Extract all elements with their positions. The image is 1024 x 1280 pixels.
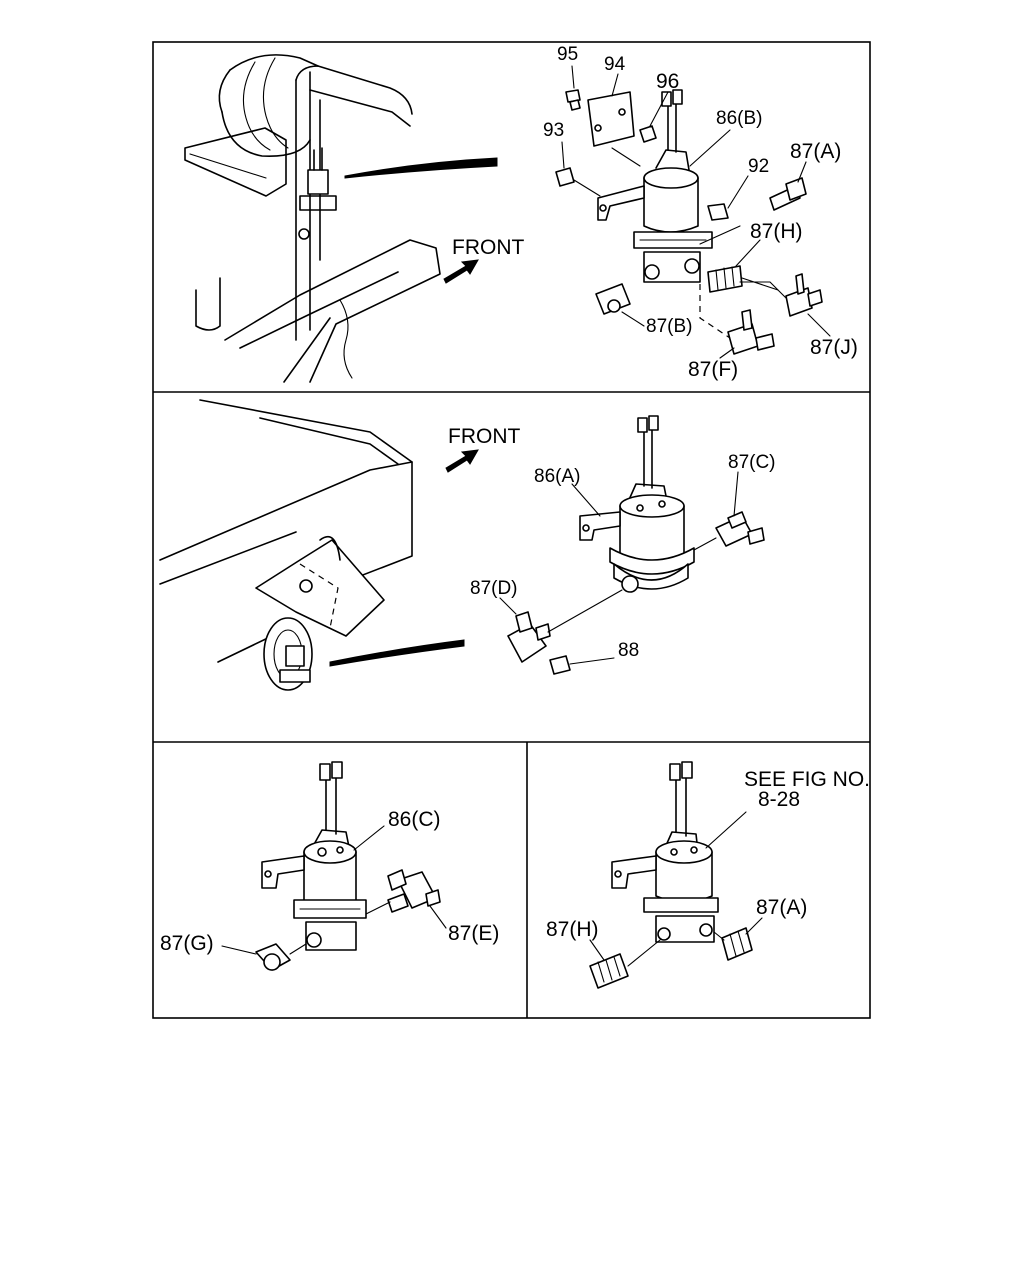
label-87j: 87(J)	[810, 336, 858, 359]
valve-86a	[507, 415, 765, 675]
panel-bottom-right: SEE FIG NO. 8-28 87(H) 87(A)	[546, 761, 870, 989]
panel-middle: FRONT 86(A) 87(C) 87(D) 88	[159, 399, 776, 691]
front-arrow-top	[443, 259, 479, 284]
label-96: 96	[656, 70, 679, 93]
valve-reference	[589, 761, 753, 989]
valve-86c	[255, 761, 441, 971]
valve-86b	[555, 89, 823, 355]
label-87a-top: 87(A)	[790, 140, 841, 163]
panel-top: FRONT 95 94 96 93 86(B) 92 87(A) 87(H) 8…	[184, 44, 858, 383]
label-87b: 87(B)	[646, 316, 692, 337]
front-arrow-middle	[445, 449, 479, 473]
leaders-bottom-left	[221, 825, 447, 955]
label-87h-top: 87(H)	[750, 220, 803, 243]
front-label-top: FRONT	[452, 236, 524, 259]
front-label-middle: FRONT	[448, 425, 520, 448]
label-87g: 87(G)	[160, 932, 214, 955]
label-87c: 87(C)	[728, 452, 776, 473]
label-87d: 87(D)	[470, 578, 518, 599]
label-86a: 86(A)	[534, 466, 580, 487]
see-fig-number: 8-28	[758, 788, 800, 811]
leaders-top	[561, 65, 831, 359]
vehicle-sketch-top	[184, 54, 498, 383]
label-86c: 86(C)	[388, 808, 441, 831]
label-87e: 87(E)	[448, 922, 499, 945]
label-86b: 86(B)	[716, 108, 762, 129]
leaders-middle	[499, 471, 739, 665]
label-92: 92	[748, 156, 769, 177]
label-87a-bottom: 87(A)	[756, 896, 807, 919]
panel-bottom-left: 86(C) 87(G) 87(E)	[160, 761, 499, 971]
label-87h-bottom: 87(H)	[546, 918, 599, 941]
see-fig-label: SEE FIG NO.	[744, 768, 870, 791]
label-94: 94	[604, 54, 626, 75]
leaders-bottom-right	[589, 811, 763, 961]
diagram-frames	[152, 41, 871, 1019]
label-87f: 87(F)	[688, 358, 738, 381]
label-88: 88	[618, 640, 639, 661]
vehicle-sketch-middle	[159, 399, 465, 691]
label-95: 95	[557, 44, 578, 65]
label-93: 93	[543, 120, 564, 141]
